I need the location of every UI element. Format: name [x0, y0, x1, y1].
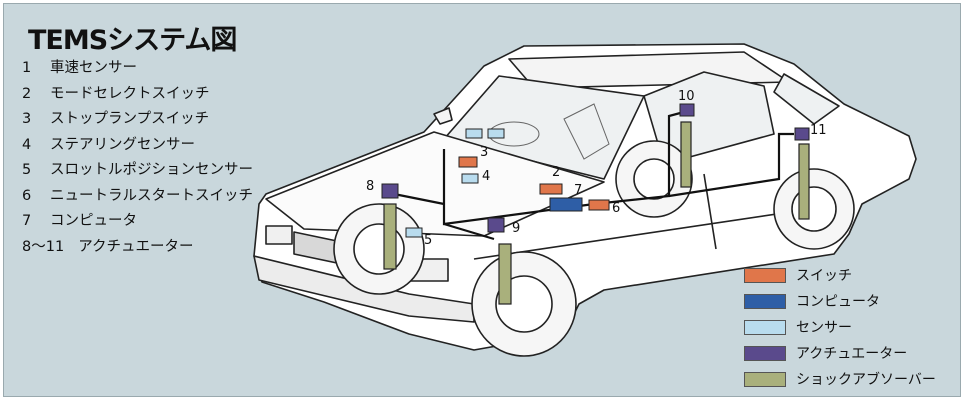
component-number: 5	[22, 162, 32, 178]
legend-label: コンピュータ	[796, 294, 880, 310]
headlight-left	[265, 225, 293, 245]
legend-item-computer: コンピュータ	[744, 288, 936, 314]
component-label: ステアリングセンサー	[50, 136, 195, 153]
component-item: 6 ニュートラルスタートスイッチ	[22, 184, 253, 210]
component-item: 5 スロットルポジションセンサー	[22, 158, 253, 184]
shock-absorber-9	[498, 243, 512, 305]
legend-label: センサー	[796, 320, 852, 336]
legend-swatch	[744, 345, 786, 361]
diagram-title: TEMSシステム図	[28, 25, 237, 56]
callout-11: 11	[810, 123, 827, 138]
door-line	[703, 173, 717, 250]
computer-7	[549, 197, 583, 212]
callout-8: 8	[366, 179, 374, 194]
component-label: モードセレクトスイッチ	[50, 85, 210, 102]
switch-6	[588, 199, 610, 211]
component-item: 3 ストップランプスイッチ	[22, 107, 253, 133]
component-item: 1 車速センサー	[22, 56, 253, 82]
actuator-10	[679, 103, 695, 117]
legend-swatch	[744, 371, 786, 387]
actuator-8	[381, 183, 399, 199]
callout-3: 3	[480, 145, 488, 160]
switches	[458, 156, 610, 211]
legend-item-shock-absorber: ショックアブソーバー	[744, 366, 936, 392]
component-list: 1 車速センサー 2 モードセレクトスイッチ 3 ストップランプスイッチ 4 ステアリン…	[22, 56, 253, 260]
diagram-panel: 2 3 4 5 6 7 8 9 10 11 TEMSシステム図 1 車速センサー …	[3, 3, 961, 397]
sensor-steering	[465, 128, 483, 139]
component-number: 8～11	[22, 238, 65, 255]
component-label: ストップランプスイッチ	[50, 111, 210, 127]
switch-3	[458, 156, 478, 168]
wire-rear-left	[667, 110, 685, 144]
legend: スイッチ コンピュータ センサー アクチュエーター ショックアブソーバー	[744, 262, 936, 392]
wire-front	[393, 192, 445, 206]
callout-2: 2	[552, 165, 560, 180]
component-item: 2 モードセレクトスイッチ	[22, 82, 253, 108]
hood	[265, 131, 605, 237]
shock-absorber-8	[383, 203, 397, 270]
actuator-9	[487, 217, 505, 233]
callout-6: 6	[612, 201, 620, 216]
component-label: コンピュータ	[50, 213, 137, 229]
legend-label: スイッチ	[796, 268, 852, 284]
wire-front-right	[443, 222, 495, 241]
component-item: 4 ステアリングセンサー	[22, 133, 253, 159]
mirror	[433, 107, 453, 125]
callouts: 2 3 4 5 6 7 8 9 10 11	[366, 89, 827, 248]
rear-window	[773, 73, 840, 125]
callout-9: 9	[512, 221, 520, 236]
legend-item-actuator: アクチュエーター	[744, 340, 936, 366]
callout-5: 5	[424, 233, 432, 248]
component-item: 7 コンピュータ	[22, 209, 253, 235]
callout-10: 10	[678, 89, 695, 104]
wheels	[333, 140, 855, 357]
component-label: アクチュエーター	[78, 238, 194, 255]
legend-swatch	[744, 319, 786, 335]
component-label: ニュートラルスタートスイッチ	[50, 187, 253, 204]
component-number: 3	[22, 111, 32, 127]
component-item: 8～11 アクチュエーター	[22, 235, 253, 261]
component-label: スロットルポジションセンサー	[50, 162, 253, 178]
component-number: 2	[22, 85, 32, 102]
car-body	[253, 43, 917, 351]
actuators	[381, 103, 810, 233]
sensor-steering-2	[487, 128, 505, 139]
shock-absorber-11	[798, 143, 810, 220]
sensor-5	[405, 227, 423, 238]
legend-swatch	[744, 293, 786, 309]
component-number: 1	[22, 60, 32, 76]
car-illustration: 2 3 4 5 6 7 8 9 10 11	[253, 43, 917, 357]
shock-absorbers	[383, 121, 810, 305]
callout-4: 4	[482, 169, 490, 184]
shock-absorber-10	[680, 121, 692, 188]
component-number: 7	[22, 213, 32, 229]
legend-swatch	[744, 267, 786, 283]
seat	[563, 103, 610, 160]
sensors	[405, 128, 505, 238]
legend-label: アクチュエーター	[796, 346, 908, 362]
callout-7: 7	[574, 183, 582, 198]
switch-2	[539, 183, 563, 195]
wire-rear	[668, 132, 794, 198]
component-number: 6	[22, 187, 32, 204]
legend-label: ショックアブソーバー	[796, 372, 936, 388]
legend-item-sensor: センサー	[744, 314, 936, 340]
legend-item-switch: スイッチ	[744, 262, 936, 288]
component-label: 車速センサー	[50, 60, 137, 76]
component-number: 4	[22, 136, 32, 153]
actuator-11	[794, 127, 810, 141]
sensor-4	[461, 173, 479, 184]
